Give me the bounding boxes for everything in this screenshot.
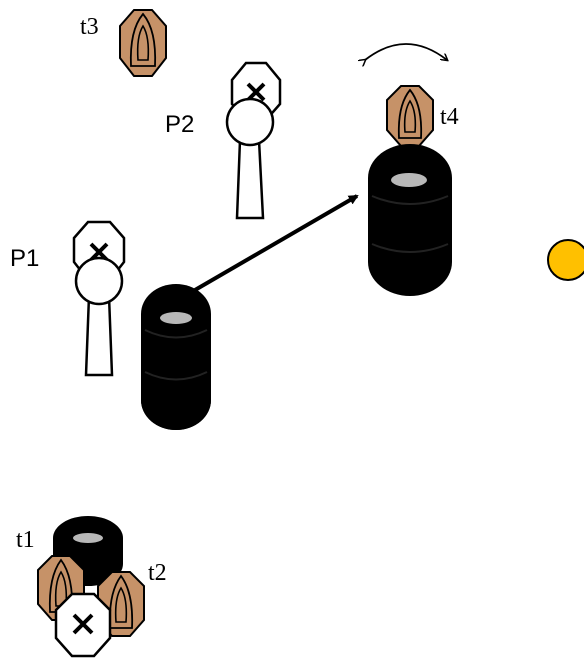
tire-stack-right <box>368 144 452 296</box>
target-t4: t4 <box>386 85 459 147</box>
rotation-arrow-icon <box>365 43 447 60</box>
target-t3: t3 <box>80 9 167 77</box>
player-label-p2: P2 <box>165 111 194 138</box>
target-label-t3: t3 <box>80 14 99 40</box>
player-label-p1: P1 <box>10 245 39 272</box>
player-icon <box>225 61 282 220</box>
player-start-icon <box>54 592 112 658</box>
target-label-t1: t1 <box>16 527 35 553</box>
start-group: t1 t2 <box>16 516 167 658</box>
movement-arrow <box>193 194 359 292</box>
target-label-t4: t4 <box>440 104 459 130</box>
target-icon <box>386 85 434 147</box>
player-icon <box>72 220 126 377</box>
player-p1: P1 <box>10 220 126 377</box>
player-p2: P2 <box>165 61 282 220</box>
target-icon <box>119 9 167 77</box>
ball-icon <box>547 239 584 281</box>
target-label-t2: t2 <box>148 560 167 586</box>
tire-stack-center <box>141 284 211 430</box>
